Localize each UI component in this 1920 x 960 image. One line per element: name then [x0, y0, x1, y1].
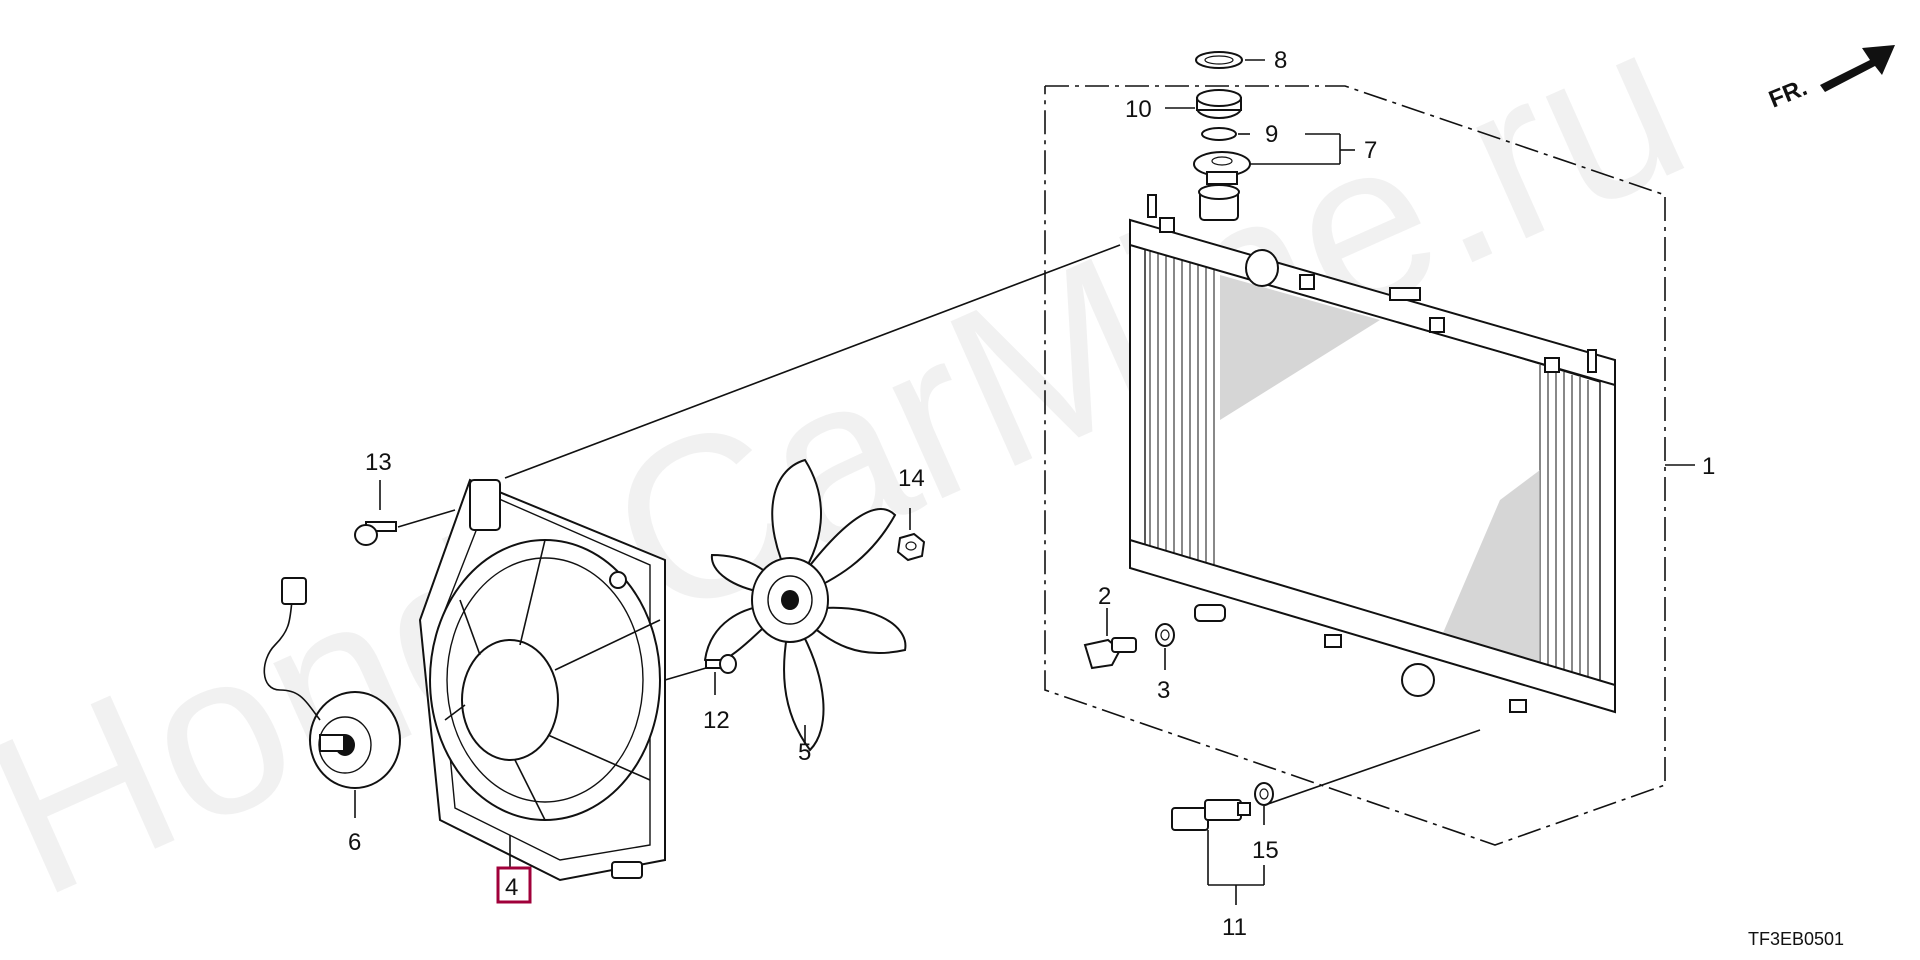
radiator-assembly-frame — [1044, 85, 1666, 846]
callout-14[interactable]: 14 — [898, 465, 925, 492]
radiator[interactable] — [1129, 184, 1616, 714]
highlight-box — [496, 866, 532, 904]
leader-lines — [354, 59, 1695, 905]
radiator-cap-10[interactable] — [1196, 89, 1242, 119]
diagram-code: TF3EB0501 — [1748, 929, 1844, 949]
callout-1[interactable]: 1 — [1702, 453, 1715, 480]
callout-4[interactable]: 4 — [505, 874, 518, 901]
callout-6[interactable]: 6 — [348, 829, 361, 856]
front-direction-label: FR. — [1765, 74, 1811, 114]
front-direction-arrow-icon — [1820, 45, 1895, 92]
nut-14[interactable] — [896, 532, 926, 562]
callout-2[interactable]: 2 — [1098, 583, 1111, 610]
drain-plug-2[interactable] — [1083, 637, 1137, 670]
callout-15[interactable]: 15 — [1252, 837, 1279, 864]
temperature-switch-11[interactable] — [1171, 799, 1251, 831]
seal-ring-8[interactable] — [1195, 51, 1243, 69]
cap-assembly-7[interactable] — [1193, 151, 1251, 185]
callout-9[interactable]: 9 — [1265, 121, 1278, 148]
callout-12[interactable]: 12 — [703, 707, 730, 734]
callout-11[interactable]: 11 — [1222, 914, 1247, 941]
callout-10[interactable]: 10 — [1125, 96, 1152, 123]
o-ring-3[interactable] — [1155, 623, 1175, 647]
o-ring-15[interactable] — [1254, 782, 1274, 806]
cooling-fan[interactable] — [703, 458, 907, 752]
fan-shroud[interactable] — [418, 478, 666, 882]
callout-8[interactable]: 8 — [1274, 47, 1287, 74]
callout-13[interactable]: 13 — [365, 449, 392, 476]
callout-5[interactable]: 5 — [798, 739, 811, 766]
callout-3[interactable]: 3 — [1157, 677, 1170, 704]
fan-motor[interactable] — [263, 577, 401, 789]
callout-7[interactable]: 7 — [1364, 137, 1377, 164]
bolt-12[interactable] — [705, 654, 737, 674]
washer-9[interactable] — [1201, 127, 1237, 141]
bolt-13[interactable] — [354, 521, 397, 546]
